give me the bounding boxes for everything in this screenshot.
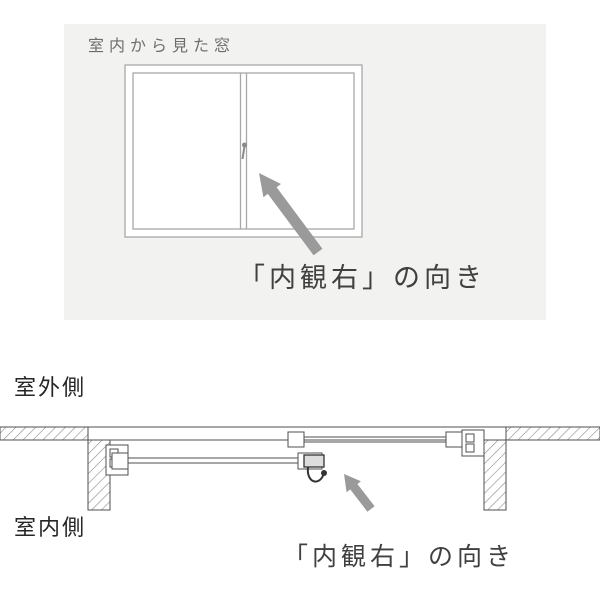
- window-inner-frame: [132, 72, 355, 230]
- crescent-lock-icon: [241, 142, 247, 160]
- wall-hatch-right: [505, 426, 600, 441]
- indoor-side-label: 室内側: [14, 516, 87, 541]
- direction-arrow-icon: [259, 173, 323, 256]
- window-elevation-drawing: [124, 64, 363, 256]
- wall-jamb-hatch-right: [483, 439, 507, 511]
- frame-profile-right: [461, 429, 485, 457]
- interior-view-caption: 「内観右」の向き: [238, 263, 486, 294]
- wall-hatch-left: [0, 426, 89, 441]
- outdoor-sash: [287, 431, 463, 448]
- interior-view-title: 室内から見た窓: [88, 36, 236, 55]
- crescent-lock-icon: [303, 454, 327, 483]
- indoor-sash: [111, 452, 323, 470]
- section-view-caption: 「内観右」の向き: [283, 542, 516, 571]
- outdoor-side-label: 室外側: [14, 376, 87, 401]
- direction-arrow-icon: [344, 474, 375, 512]
- window-plan-section-drawing: [0, 426, 600, 512]
